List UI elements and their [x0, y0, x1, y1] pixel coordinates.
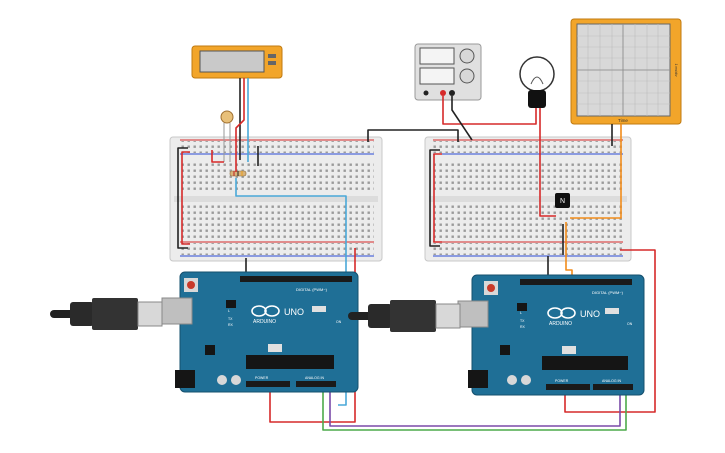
arduino-right-tx-label: TX [520, 319, 525, 323]
transistor[interactable]: N [555, 193, 570, 208]
usb-cable-right[interactable] [348, 300, 461, 332]
arduino-left-digital-label: DIGITAL (PWM~) [296, 287, 328, 292]
photoresistor[interactable] [220, 110, 234, 162]
wire-bulb-collector[interactable] [539, 108, 556, 217]
arduino-right-analog-label: ANALOG IN [602, 379, 622, 383]
oscilloscope-side-label: 1 ms/div [674, 63, 678, 76]
resistor[interactable] [229, 170, 247, 177]
power-supply[interactable] [414, 43, 482, 101]
arduino-left-on-label: ON [336, 320, 342, 324]
wire-ps-red[interactable] [442, 96, 537, 125]
light-bulb[interactable] [519, 56, 555, 108]
wire-rail-red-left-2[interactable] [181, 151, 190, 245]
wire-ps-black[interactable] [451, 96, 473, 141]
breadboard-left[interactable] [169, 136, 383, 262]
wire-scope-probe[interactable] [570, 124, 622, 219]
arduino-left-power-label: POWER [255, 376, 269, 380]
arduino-left-analog-label: ANALOG IN [305, 376, 325, 380]
usb-cable-left[interactable] [50, 298, 163, 330]
oscilloscope[interactable]: Time 1 ms/div [570, 18, 682, 125]
oscilloscope-time-label: Time [618, 118, 628, 123]
transistor-label: N [560, 198, 565, 205]
arduino-right[interactable]: ARDUINO UNO DIGITAL (PWM~) POWER ANALOG … [457, 274, 645, 396]
wire-rail-red-left[interactable] [211, 150, 224, 163]
wire-bridge-gnd[interactable] [367, 129, 459, 142]
wire-rail-black-right[interactable] [429, 149, 440, 247]
wire-signal-blue[interactable] [235, 178, 347, 406]
arduino-right-model: UNO [580, 309, 600, 319]
arduino-right-power-label: POWER [555, 379, 569, 383]
arduino-right-brand: ARDUINO [549, 321, 572, 327]
wire-purple-link[interactable] [329, 392, 621, 427]
lcd-display[interactable] [191, 45, 283, 79]
wire-rail-red-right[interactable] [433, 153, 442, 243]
wire-rail-black-left[interactable] [177, 147, 188, 249]
arduino-left-rx-label: RX [228, 323, 234, 327]
arduino-right-l-label: L [520, 311, 522, 315]
arduino-left-l-label: L [228, 309, 230, 313]
arduino-right-on-label: ON [627, 322, 633, 326]
arduino-left[interactable]: ARDUINO UNO DIGITAL (PWM~) POWER ANALOG … [161, 271, 359, 393]
breadboard-right[interactable] [424, 136, 632, 262]
arduino-left-model: UNO [284, 307, 304, 317]
wire-right-5v[interactable] [564, 249, 656, 413]
arduino-left-tx-label: TX [228, 317, 233, 321]
wire-lcd-red[interactable] [235, 78, 245, 172]
arduino-right-rx-label: RX [520, 325, 526, 329]
arduino-left-brand: ARDUINO [253, 319, 276, 325]
wire-green-link[interactable] [322, 392, 627, 431]
arduino-right-digital-label: DIGITAL (PWM~) [592, 290, 624, 295]
